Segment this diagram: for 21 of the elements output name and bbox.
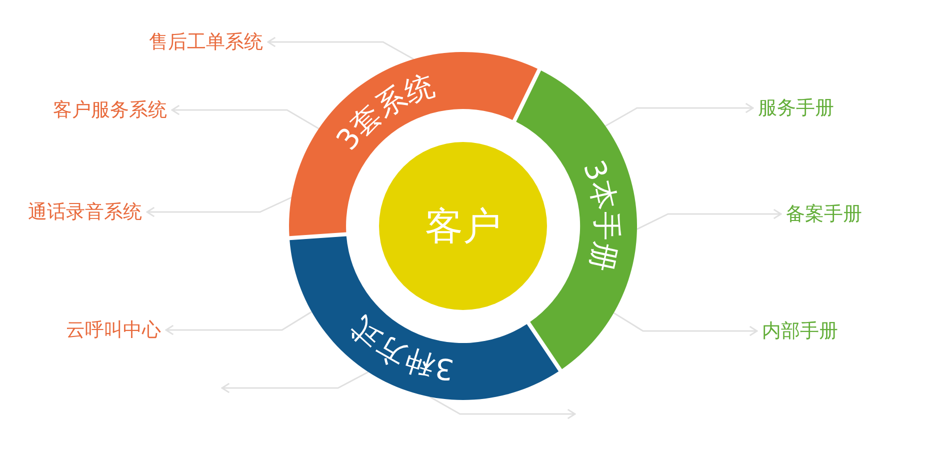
circle-label: 客户 — [425, 204, 501, 248]
leader-arrow — [613, 312, 758, 336]
leader-arrow — [171, 104, 320, 130]
segment-label: 3种方式 — [344, 310, 456, 387]
donut-segment — [516, 70, 637, 370]
leader-arrow — [146, 196, 292, 218]
callout-label: 售后工单系统 — [144, 29, 268, 55]
callout-label: 云呼叫中心 — [61, 317, 166, 343]
callout-label: 客户服务系统 — [48, 97, 172, 123]
segment-label: 3套系统 — [329, 68, 438, 156]
callout-label: 通话录音系统 — [23, 199, 147, 225]
callout-label: 服务手册 — [753, 95, 839, 121]
leader-arrow — [636, 208, 782, 230]
callout-label: 内部手册 — [757, 318, 843, 344]
leader-arrow — [221, 371, 369, 394]
leader-arrow — [429, 396, 576, 420]
segment-label: 3本手册 — [576, 156, 624, 275]
leader-arrow — [267, 36, 414, 60]
callout-label: 备案手册 — [781, 201, 867, 227]
leader-arrow — [165, 311, 312, 336]
leader-arrow — [605, 102, 754, 127]
